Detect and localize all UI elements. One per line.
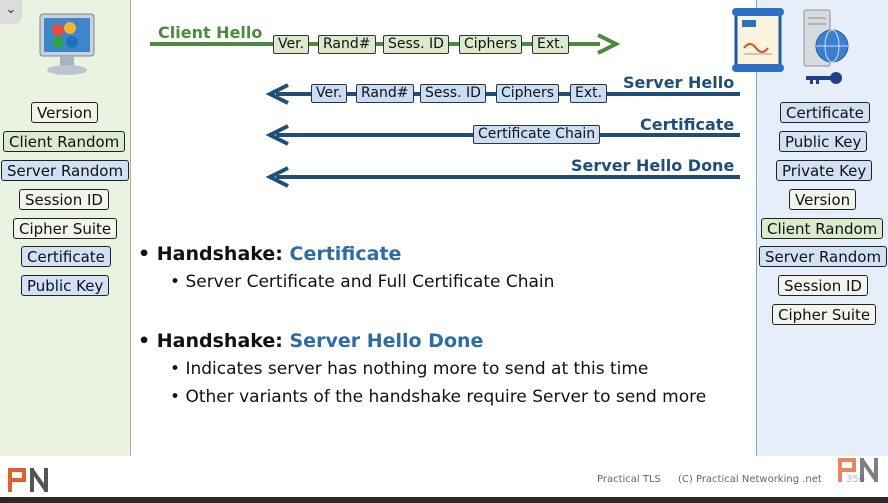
bullet-accent: Certificate: [289, 243, 402, 265]
client-chip-certificate: Certificate: [21, 246, 111, 267]
server-hello-field-ciphers: Ciphers: [496, 84, 560, 103]
client-hello-label: Client Hello: [158, 23, 263, 42]
bullet-accent: Server Hello Done: [289, 330, 484, 352]
bullet-prefix: Handshake:: [156, 330, 290, 352]
client-chip-public-key: Public Key: [21, 275, 110, 296]
client-hello-field-extensions: Ext.: [532, 35, 570, 54]
client-chip-cipher-suite: Cipher Suite: [13, 218, 118, 239]
footer-copyright: (C) Practical Networking .net: [678, 474, 822, 485]
bullet-prefix: Handshake:: [156, 243, 290, 265]
chevron-down-icon[interactable]: ⌄: [0, 0, 22, 24]
server-chip-public-key: Public Key: [779, 131, 868, 152]
bullet-server-hello-done: • Handshake: Server Hello Done: [138, 330, 484, 352]
client-hello-field-version: Ver.: [273, 35, 310, 54]
server-chip-server-random: Server Random: [759, 246, 888, 267]
server-hello-label: Server Hello: [623, 73, 735, 92]
bullet-certificate: • Handshake: Certificate: [138, 243, 402, 265]
server-hello-field-random: Rand#: [356, 84, 414, 103]
page-number: 356: [846, 474, 866, 485]
server-chip-certificate: Certificate: [780, 102, 870, 123]
certificate-scroll-icon: [732, 8, 784, 72]
client-chip-session-id: Session ID: [19, 189, 109, 210]
bottom-bar: [0, 497, 888, 503]
client-hello-field-session-id: Sess. ID: [383, 35, 449, 54]
computer-icon: [39, 13, 95, 75]
server-hello-field-extensions: Ext.: [570, 84, 608, 103]
server-hello-done-label: Server Hello Done: [571, 156, 735, 175]
server-chip-cipher-suite: Cipher Suite: [772, 304, 877, 325]
sub-bullet: • Other variants of the handshake requir…: [170, 387, 707, 407]
key-icon: [806, 72, 842, 84]
server-chip-client-random: Client Random: [761, 218, 884, 239]
server-hello-field-version: Ver.: [311, 84, 348, 103]
client-hello-field-ciphers: Ciphers: [459, 35, 523, 54]
footer-course: Practical TLS: [597, 474, 661, 485]
client-chip-client-random: Client Random: [3, 131, 126, 152]
footer: [0, 456, 888, 503]
bullet-spacer: [170, 296, 748, 327]
sub-bullet: • Indicates server has nothing more to s…: [170, 359, 649, 379]
client-chip-version: Version: [31, 102, 99, 123]
client-hello-field-random: Rand#: [318, 35, 376, 54]
client-chip-server-random: Server Random: [1, 160, 130, 181]
bullet-list: • Handshake: Certificate • Server Certif…: [138, 240, 748, 411]
server-chip-session-id: Session ID: [778, 275, 868, 296]
sub-bullet-text: Other variants of the handshake require …: [185, 387, 707, 407]
certificate-label: Certificate: [640, 115, 735, 134]
server-globe-icon: [803, 9, 849, 67]
server-chip-version: Version: [789, 189, 857, 210]
server-hello-done-arrow: [265, 166, 740, 188]
sub-bullet-text: Server Certificate and Full Certificate …: [185, 272, 555, 292]
pn-logo-icon: [8, 468, 48, 492]
sub-bullet-text: Indicates server has nothing more to sen…: [185, 359, 649, 379]
certificate-chain-field: Certificate Chain: [473, 125, 601, 144]
sub-bullet: • Server Certificate and Full Certificat…: [170, 272, 555, 292]
server-hello-field-session-id: Sess. ID: [420, 84, 486, 103]
pn-logo-icon: [838, 458, 878, 482]
server-chip-private-key: Private Key: [776, 160, 873, 181]
